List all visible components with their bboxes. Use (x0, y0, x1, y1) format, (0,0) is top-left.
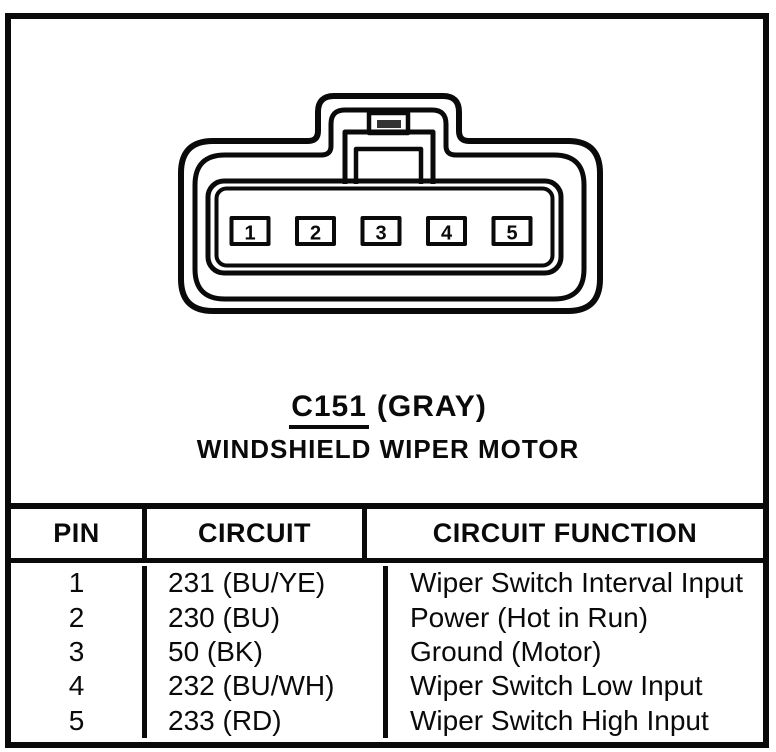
cell-function: Power (Hot in Run) (383, 600, 763, 635)
pinout-table: PIN CIRCUIT CIRCUIT FUNCTION 1 231 (BU/Y… (5, 503, 769, 748)
cell-function: Wiper Switch Low Input (383, 669, 763, 704)
cell-function: Wiper Switch High Input (383, 703, 763, 739)
table-row: 2 230 (BU) Power (Hot in Run) (11, 600, 763, 635)
pin-cavity-inner-outline (214, 186, 555, 268)
pin-5-terminal (491, 216, 533, 246)
pin-3-number: 3 (375, 223, 386, 245)
cell-function: Wiper Switch Interval Input (383, 566, 763, 601)
table-row: 3 50 (BK) Ground (Motor) (11, 634, 763, 670)
connector-id: C151 (289, 390, 369, 429)
keying-window-outline (366, 110, 411, 136)
pin-4-terminal (426, 216, 467, 246)
connector-face-diagram: 1 2 3 4 5 (178, 93, 603, 314)
header-pin: PIN (53, 518, 100, 548)
cell-circuit: 231 (BU/YE) (142, 566, 383, 601)
header-circuit: CIRCUIT (142, 509, 362, 558)
pin-1-terminal (229, 216, 271, 246)
pin-4-number: 4 (441, 223, 453, 245)
table-row: 5 233 (RD) Wiper Switch High Input (11, 703, 763, 739)
cell-pin: 2 (68, 601, 85, 633)
cell-pin: 5 (68, 704, 85, 736)
header-circuit-function: CIRCUIT FUNCTION (362, 509, 763, 558)
cell-circuit: 50 (BK) (142, 634, 383, 670)
table-row: 4 232 (BU/WH) Wiper Switch Low Input (11, 669, 763, 704)
table-row: 1 231 (BU/YE) Wiper Switch Interval Inpu… (11, 566, 763, 601)
cell-pin: 1 (68, 567, 85, 599)
cell-pin: 4 (68, 670, 85, 702)
pin-2-terminal (295, 216, 336, 246)
pin-5-number: 5 (506, 223, 517, 245)
pinout-table-body: 1 231 (BU/YE) Wiper Switch Interval Inpu… (11, 563, 763, 742)
connector-name-caption: WINDSHIELD WIPER MOTOR (196, 434, 580, 464)
connector-outer-outline (178, 93, 603, 314)
latch-inner-outline (353, 146, 424, 184)
pin-1-number: 1 (244, 223, 255, 245)
keying-window-insert (377, 120, 401, 128)
pinout-table-header: PIN CIRCUIT CIRCUIT FUNCTION (11, 509, 763, 563)
connector-id-caption: C151(GRAY) (0, 390, 776, 429)
cell-circuit: 232 (BU/WH) (142, 669, 383, 704)
pin-3-terminal (360, 216, 402, 246)
connector-inner-outline (192, 107, 587, 302)
connector-color-label: (GRAY) (376, 390, 487, 423)
pin-2-number: 2 (310, 223, 321, 245)
cell-pin: 3 (68, 636, 85, 668)
cell-circuit: 233 (RD) (142, 703, 383, 739)
pin-cavity-outer-outline (205, 178, 564, 276)
cell-function: Ground (Motor) (383, 634, 763, 670)
cell-circuit: 230 (BU) (142, 600, 383, 635)
